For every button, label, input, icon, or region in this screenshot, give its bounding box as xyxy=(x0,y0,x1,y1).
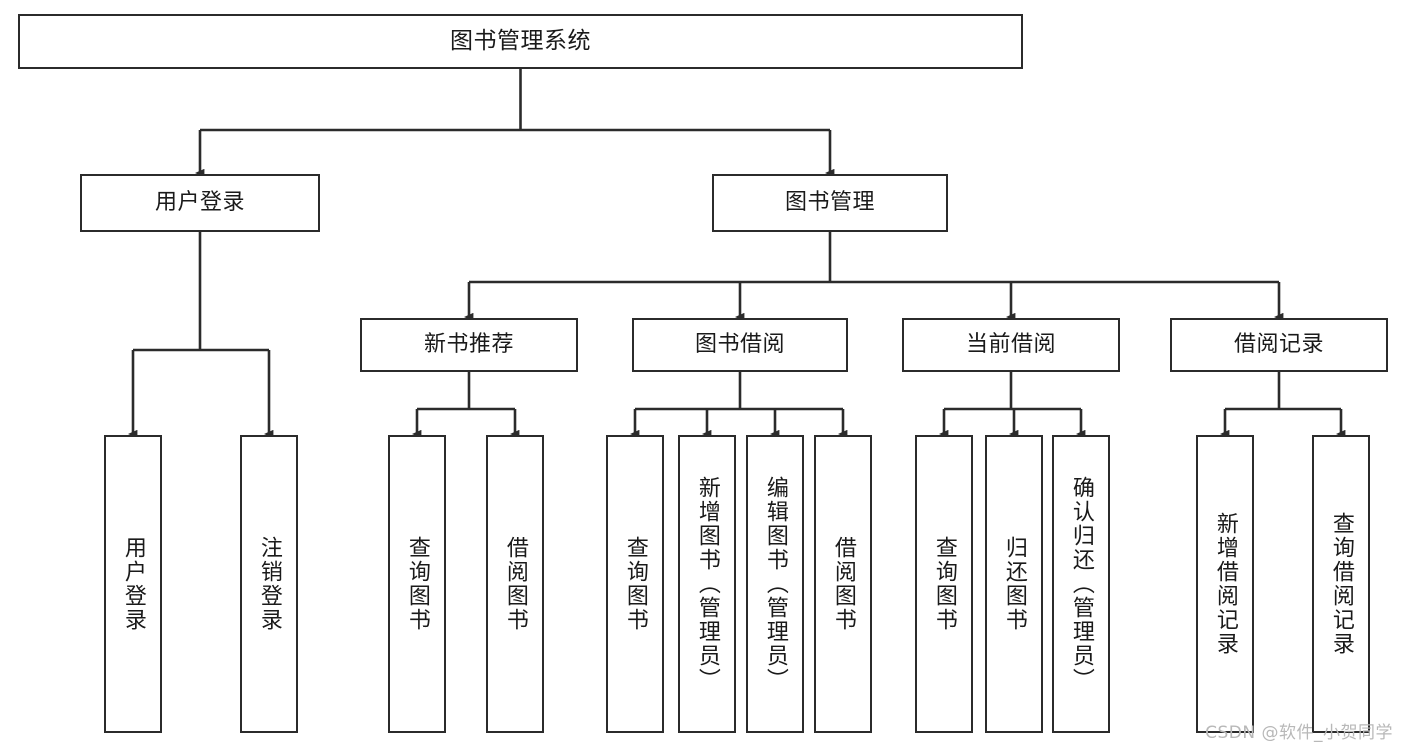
node-leaf-query-record: 查询借阅记录 xyxy=(1312,435,1370,733)
node-label: 用户登录 xyxy=(154,189,245,215)
node-label: 用户登录 xyxy=(120,536,146,632)
node-label: 图书管理 xyxy=(784,189,875,215)
node-label: 归还图书 xyxy=(1001,536,1027,632)
node-root: 图书管理系统 xyxy=(18,14,1023,69)
node-leaf-add-book: 新增图书（管理员） xyxy=(678,435,736,733)
node-book-borrow: 图书借阅 xyxy=(632,318,848,372)
node-leaf-query-book-1: 查询图书 xyxy=(388,435,446,733)
watermark-text: CSDN @软件_小贺同学 xyxy=(1205,723,1393,743)
node-leaf-query-book-2: 查询图书 xyxy=(606,435,664,733)
node-user-login: 用户登录 xyxy=(80,174,320,232)
node-book-manage: 图书管理 xyxy=(712,174,948,232)
node-label: 查询图书 xyxy=(404,536,430,632)
node-label: 新增借阅记录 xyxy=(1212,512,1238,656)
node-label: 图书借阅 xyxy=(694,331,785,357)
node-label: 新书推荐 xyxy=(423,331,514,357)
node-label: 编辑图书（管理员） xyxy=(762,476,788,692)
node-label: 注销登录 xyxy=(256,536,282,632)
node-label: 确认归还（管理员） xyxy=(1068,476,1094,692)
node-current-borrow: 当前借阅 xyxy=(902,318,1120,372)
node-label: 查询借阅记录 xyxy=(1328,512,1354,656)
node-label: 当前借阅 xyxy=(965,331,1056,357)
node-label: 查询图书 xyxy=(931,536,957,632)
node-leaf-user-logout: 注销登录 xyxy=(240,435,298,733)
node-label: 查询图书 xyxy=(622,536,648,632)
node-leaf-confirm-return: 确认归还（管理员） xyxy=(1052,435,1110,733)
node-leaf-user-login: 用户登录 xyxy=(104,435,162,733)
node-label: 新增图书（管理员） xyxy=(694,476,720,692)
node-leaf-query-book-3: 查询图书 xyxy=(915,435,973,733)
node-leaf-borrow-book-2: 借阅图书 xyxy=(814,435,872,733)
node-label: 图书管理系统 xyxy=(450,27,591,54)
node-borrow-record: 借阅记录 xyxy=(1170,318,1388,372)
node-leaf-add-record: 新增借阅记录 xyxy=(1196,435,1254,733)
node-leaf-edit-book: 编辑图书（管理员） xyxy=(746,435,804,733)
node-leaf-borrow-book-1: 借阅图书 xyxy=(486,435,544,733)
node-new-book-rec: 新书推荐 xyxy=(360,318,578,372)
node-label: 借阅图书 xyxy=(830,536,856,632)
node-label: 借阅记录 xyxy=(1233,331,1324,357)
node-leaf-return-book: 归还图书 xyxy=(985,435,1043,733)
node-label: 借阅图书 xyxy=(502,536,528,632)
